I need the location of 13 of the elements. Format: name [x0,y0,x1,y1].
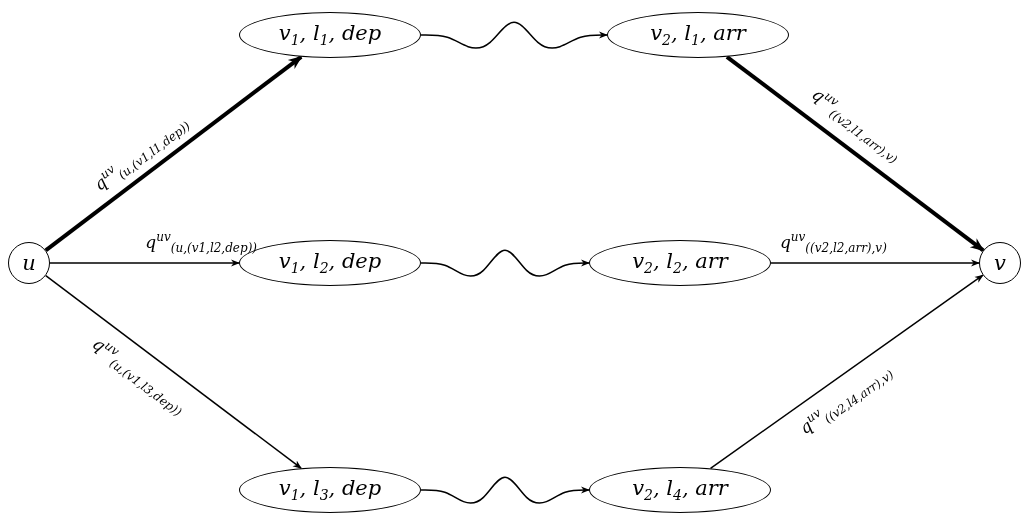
arrow [45,274,302,469]
vertex-circle: v [979,242,1021,284]
event-ellipse: v$_{1}$, l$_{1}$, dep [239,12,421,58]
event-ellipse: v$_{2}$, l$_{4}$, arr [589,467,771,513]
arrow [420,249,590,277]
arrow [420,476,590,504]
arrow [420,21,608,49]
event-ellipse: v$_{2}$, l$_{1}$, arr [607,12,789,58]
arrow [770,259,980,267]
arrow [49,259,240,267]
vertex-circle: u [8,242,50,284]
event-ellipse: v$_{2}$, l$_{2}$, arr [589,240,771,286]
event-ellipse: v$_{1}$, l$_{3}$, dep [239,467,421,513]
